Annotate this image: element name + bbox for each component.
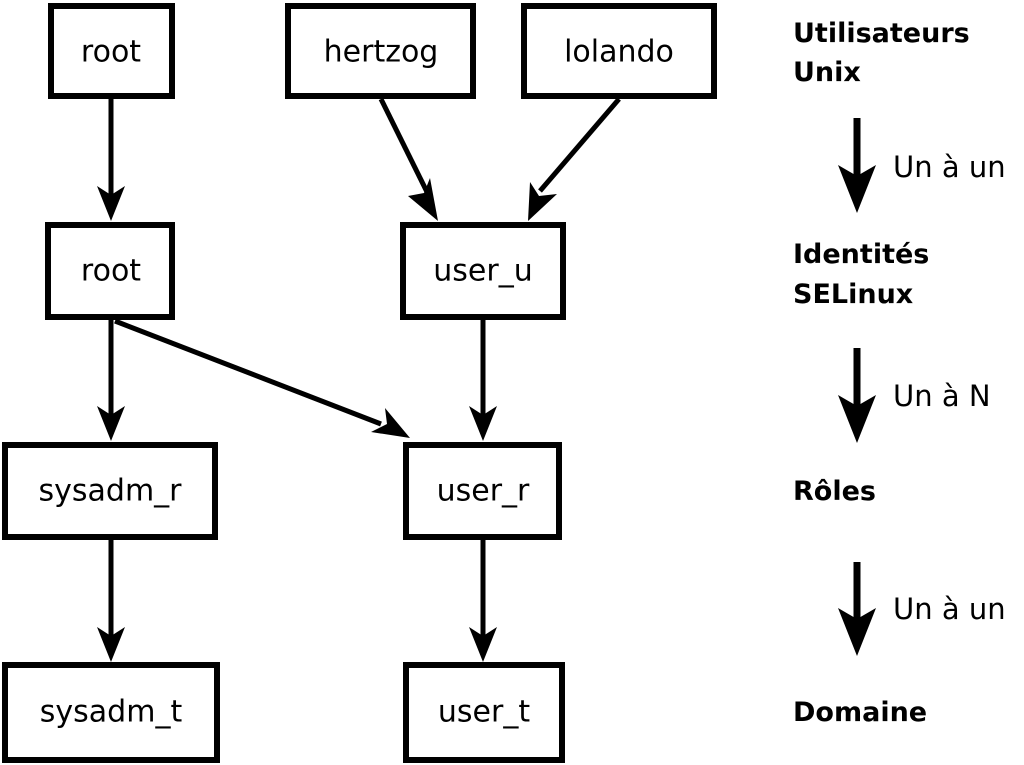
node-box	[521, 3, 717, 99]
node-label: sysadm_t	[40, 695, 183, 730]
node-user-t[interactable]: user_t	[403, 662, 565, 763]
node-box	[403, 662, 565, 763]
legend-level-selinux-identities: Identités SELinux	[793, 239, 929, 310]
legend-relation-label: Un à un	[893, 150, 1006, 184]
legend-relation-unix-to-identity: Un à un	[838, 118, 1006, 213]
node-label: user_u	[433, 254, 532, 289]
legend-level-line1: Identités	[793, 239, 929, 270]
edge-identity-root-to-user-r	[114, 318, 410, 438]
arrowhead-icon	[97, 627, 125, 662]
node-label: user_r	[437, 474, 530, 509]
legend-level-unix-users: Utilisateurs Unix	[793, 18, 970, 88]
arrowhead-icon	[469, 406, 497, 441]
edge-identity-root-to-sysadm-r	[97, 320, 125, 441]
edge-hertzog-to-user-u	[378, 97, 438, 221]
edge-unix-root-to-identity-root	[97, 99, 125, 221]
node-sysadm-r[interactable]: sysadm_r	[2, 442, 218, 540]
edge-user-r-to-user-t	[469, 540, 497, 662]
node-user-r[interactable]: user_r	[403, 442, 562, 540]
node-unix-root[interactable]: root	[48, 3, 175, 99]
node-label: root	[81, 35, 141, 70]
node-box	[48, 3, 175, 99]
node-box	[400, 222, 566, 320]
legend-relation-label: Un à N	[893, 379, 991, 413]
arrowhead-icon	[97, 406, 125, 441]
legend-level-line1: Utilisateurs	[793, 18, 970, 49]
legend-relation-label: Un à un	[893, 592, 1006, 626]
arrowhead-icon	[371, 408, 410, 438]
node-box	[45, 222, 175, 320]
node-label: root	[81, 254, 141, 289]
down-arrow-icon	[838, 608, 876, 656]
edge-line	[538, 97, 621, 193]
down-arrow-icon	[838, 395, 876, 443]
legend-level-line2: Unix	[793, 57, 861, 88]
edge-lolando-to-user-u	[528, 97, 621, 221]
node-box	[2, 442, 218, 540]
edge-line	[378, 97, 431, 196]
legend-relation-role-to-domain: Un à un	[838, 562, 1006, 656]
node-box	[403, 442, 562, 540]
node-sysadm-t[interactable]: sysadm_t	[2, 662, 220, 763]
legend-level-line1: Domaine	[793, 697, 927, 728]
legend-level-domains: Domaine	[793, 697, 927, 728]
arrowhead-icon	[97, 186, 125, 221]
node-box	[285, 3, 476, 99]
node-label: lolando	[564, 35, 674, 70]
node-lolando[interactable]: lolando	[521, 3, 717, 99]
edge-user-u-to-user-r	[469, 320, 497, 441]
legend-relation-identity-to-role: Un à N	[838, 348, 991, 443]
node-user-u[interactable]: user_u	[400, 222, 566, 320]
down-arrow-icon	[838, 165, 876, 213]
arrowhead-icon	[408, 178, 438, 221]
legend-level-line1: Rôles	[793, 476, 876, 507]
legend-level-line2: SELinux	[793, 279, 913, 310]
node-label: sysadm_r	[39, 474, 183, 509]
node-hertzog[interactable]: hertzog	[285, 3, 476, 99]
legend-level-roles: Rôles	[793, 476, 876, 507]
node-label: user_t	[438, 695, 530, 730]
edge-sysadm-r-to-sysadm-t	[97, 540, 125, 662]
arrowhead-icon	[528, 182, 557, 221]
arrowhead-icon	[469, 627, 497, 662]
node-box	[2, 662, 220, 763]
node-identity-root[interactable]: root	[45, 222, 175, 320]
node-label: hertzog	[324, 35, 439, 70]
edge-line	[114, 318, 382, 427]
